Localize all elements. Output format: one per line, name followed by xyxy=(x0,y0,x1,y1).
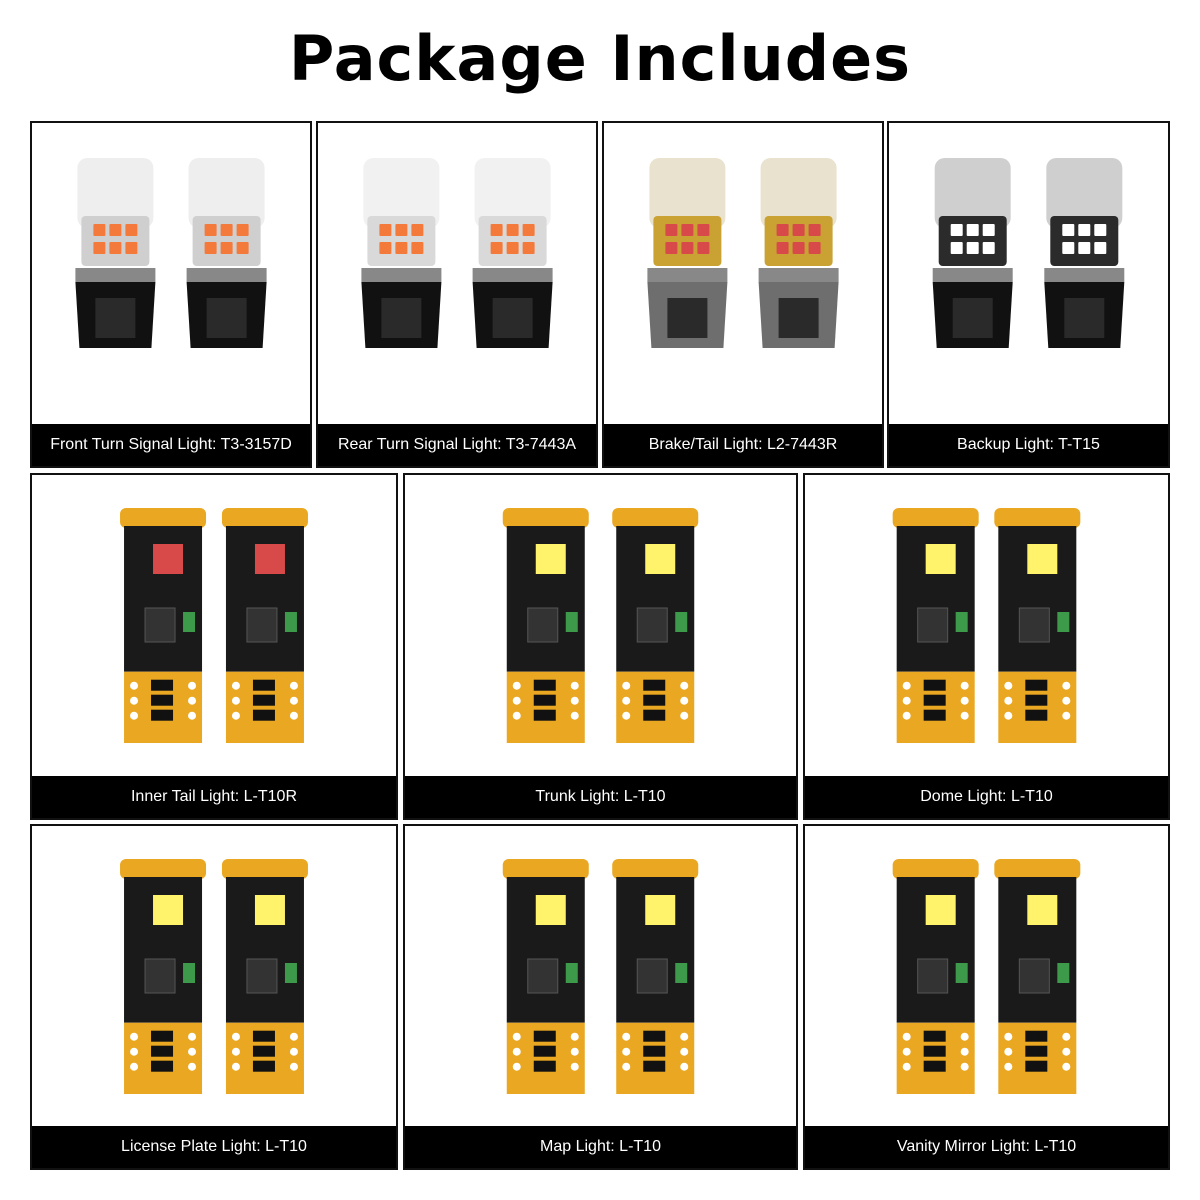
product-caption: Front Turn Signal Light: T3-3157D xyxy=(32,424,310,466)
product-card-trunk: Trunk Light: L-T10 xyxy=(403,473,798,820)
product-caption: Rear Turn Signal Light: T3-7443A xyxy=(318,424,596,466)
product-caption: Inner Tail Light: L-T10R xyxy=(32,776,396,818)
product-card-backup: Backup Light: T-T15 xyxy=(887,121,1170,468)
product-card-front-turn: Front Turn Signal Light: T3-3157D xyxy=(30,121,312,468)
product-card-map: Map Light: L-T10 xyxy=(403,824,798,1170)
page-title: Package Includes xyxy=(288,22,912,95)
product-caption: Map Light: L-T10 xyxy=(405,1126,796,1168)
t10-pcb-pair-icon xyxy=(892,859,1081,1094)
product-card-brake-tail: Brake/Tail Light: L2-7443R xyxy=(602,121,884,468)
product-caption: Vanity Mirror Light: L-T10 xyxy=(805,1126,1168,1168)
product-caption: License Plate Light: L-T10 xyxy=(32,1126,396,1168)
product-card-vanity-mirror: Vanity Mirror Light: L-T10 xyxy=(803,824,1170,1170)
product-caption: Backup Light: T-T15 xyxy=(889,424,1168,466)
7443-amber-bulb-pair-icon xyxy=(361,158,553,348)
t10-pcb-pair-icon xyxy=(892,508,1081,743)
product-card-license-plate: License Plate Light: L-T10 xyxy=(30,824,398,1170)
3157-bulb-pair-icon xyxy=(75,158,267,348)
product-caption: Brake/Tail Light: L2-7443R xyxy=(604,424,882,466)
product-card-rear-turn: Rear Turn Signal Light: T3-7443A xyxy=(316,121,598,468)
product-card-dome: Dome Light: L-T10 xyxy=(803,473,1170,820)
7443-red-bulb-pair-icon xyxy=(647,158,839,348)
t10r-pcb-pair-icon xyxy=(120,508,308,743)
t15-bulb-pair-icon xyxy=(932,158,1125,348)
t10-pcb-pair-icon xyxy=(120,859,308,1094)
t10-pcb-pair-icon xyxy=(502,859,699,1094)
product-caption: Dome Light: L-T10 xyxy=(805,776,1168,818)
product-card-inner-tail: Inner Tail Light: L-T10R xyxy=(30,473,398,820)
product-caption: Trunk Light: L-T10 xyxy=(405,776,796,818)
t10-pcb-pair-icon xyxy=(502,508,699,743)
